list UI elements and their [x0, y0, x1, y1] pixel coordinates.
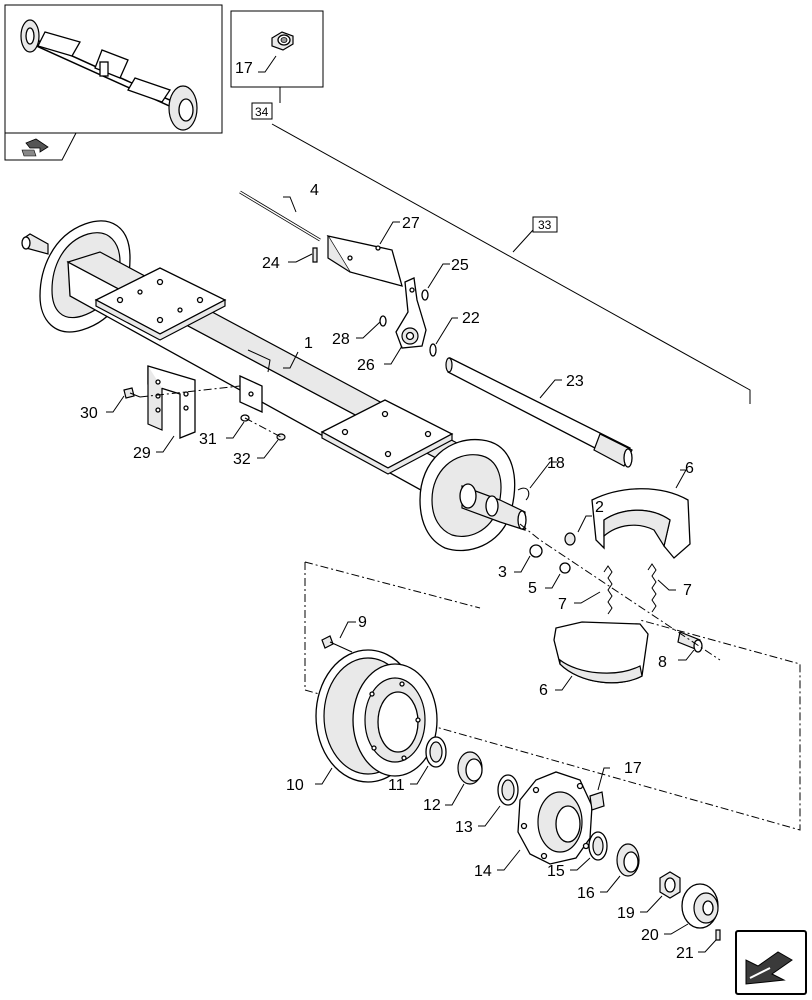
callout-17-box: 17 [235, 60, 253, 77]
seal-11 [425, 736, 447, 768]
callout-9: 9 [358, 614, 367, 631]
callout-13: 13 [455, 819, 473, 836]
ring-22 [429, 343, 437, 357]
callout-22: 22 [462, 310, 480, 327]
nut-32 [276, 433, 286, 441]
callout-8: 8 [658, 654, 667, 671]
callout-23: 23 [566, 373, 584, 390]
navigation-arrow-icon[interactable] [21, 138, 49, 157]
overview-thumbnail [4, 4, 223, 161]
callout-1: 1 [304, 335, 313, 352]
assembly-outline [304, 561, 801, 831]
bearing-cup-13 [497, 774, 519, 806]
callout-3: 3 [498, 564, 507, 581]
wheel-stud-17 [589, 791, 605, 811]
callout-2: 2 [595, 499, 604, 516]
slack-adjuster-26 [395, 277, 427, 349]
callout-24: 24 [262, 255, 280, 272]
callout-19: 19 [617, 905, 635, 922]
callout-11: 11 [388, 777, 405, 794]
callout-17-hub: 17 [624, 760, 642, 777]
axle-assembly [21, 220, 527, 552]
axle-nut-19 [659, 871, 681, 899]
ref-33-label: 33 [538, 218, 552, 232]
anchor-pin-2 [564, 532, 576, 546]
callout-28: 28 [332, 331, 350, 348]
callout-labels: 1 2 3 4 5 6 6 7 7 8 9 10 11 12 13 14 15 … [80, 60, 694, 962]
pin-24 [312, 247, 318, 263]
pin-8 [677, 631, 703, 653]
navigation-arrow-icon[interactable] [735, 930, 807, 995]
callout-4: 4 [310, 182, 319, 199]
washer-28 [379, 315, 387, 327]
brake-rod-4 [239, 190, 321, 242]
callout-32: 32 [233, 451, 251, 468]
callout-10: 10 [286, 777, 304, 794]
ref-34-label: 34 [255, 105, 269, 119]
bearing-cup-15 [588, 831, 608, 861]
clip-18 [517, 487, 530, 501]
callout-16: 16 [577, 885, 595, 902]
axle-overview-thumbnail [20, 19, 198, 131]
camshaft-23 [445, 357, 633, 468]
callout-14: 14 [474, 863, 492, 880]
ref-box-34[interactable] [251, 102, 273, 120]
callout-15: 15 [547, 863, 565, 880]
leader-lines [106, 196, 717, 953]
screw-21 [715, 929, 721, 941]
callout-18: 18 [547, 455, 565, 472]
callout-12: 12 [423, 797, 441, 814]
callout-29: 29 [133, 445, 151, 462]
callout-7-left: 7 [558, 596, 567, 613]
callout-7-right: 7 [683, 582, 692, 599]
callout-26: 26 [357, 357, 375, 374]
bearing-16 [616, 843, 640, 877]
callout-20: 20 [641, 927, 659, 944]
callout-21: 21 [676, 945, 694, 962]
hub-cap-20 [681, 883, 719, 929]
hex-nut-part [271, 31, 294, 51]
callout-27: 27 [402, 215, 420, 232]
ring-5 [559, 562, 571, 574]
callout-5: 5 [528, 580, 537, 597]
brake-drum-10 [315, 649, 438, 783]
bracket-29 [147, 365, 196, 439]
callout-6-lower: 6 [539, 682, 548, 699]
bracket-27 [326, 235, 403, 287]
brake-shoe-lower-6 [553, 621, 649, 684]
bearing-12 [457, 751, 483, 785]
clip-25 [421, 289, 429, 301]
callout-6-upper: 6 [685, 460, 694, 477]
ref-box-33[interactable] [532, 216, 558, 233]
brake-shoe-upper-6 [591, 488, 691, 559]
bushing-3 [529, 544, 543, 558]
callout-25: 25 [451, 257, 469, 274]
callout-31: 31 [199, 431, 217, 448]
part-17-reference-box [230, 10, 324, 88]
return-spring-7b [647, 563, 657, 613]
callout-30: 30 [80, 405, 98, 422]
reference-line-34 [271, 123, 751, 404]
bolt-9 [321, 635, 353, 653]
return-spring-7a [603, 565, 613, 615]
wheel-hub-14 [517, 771, 593, 865]
bolt-30 [123, 387, 141, 399]
